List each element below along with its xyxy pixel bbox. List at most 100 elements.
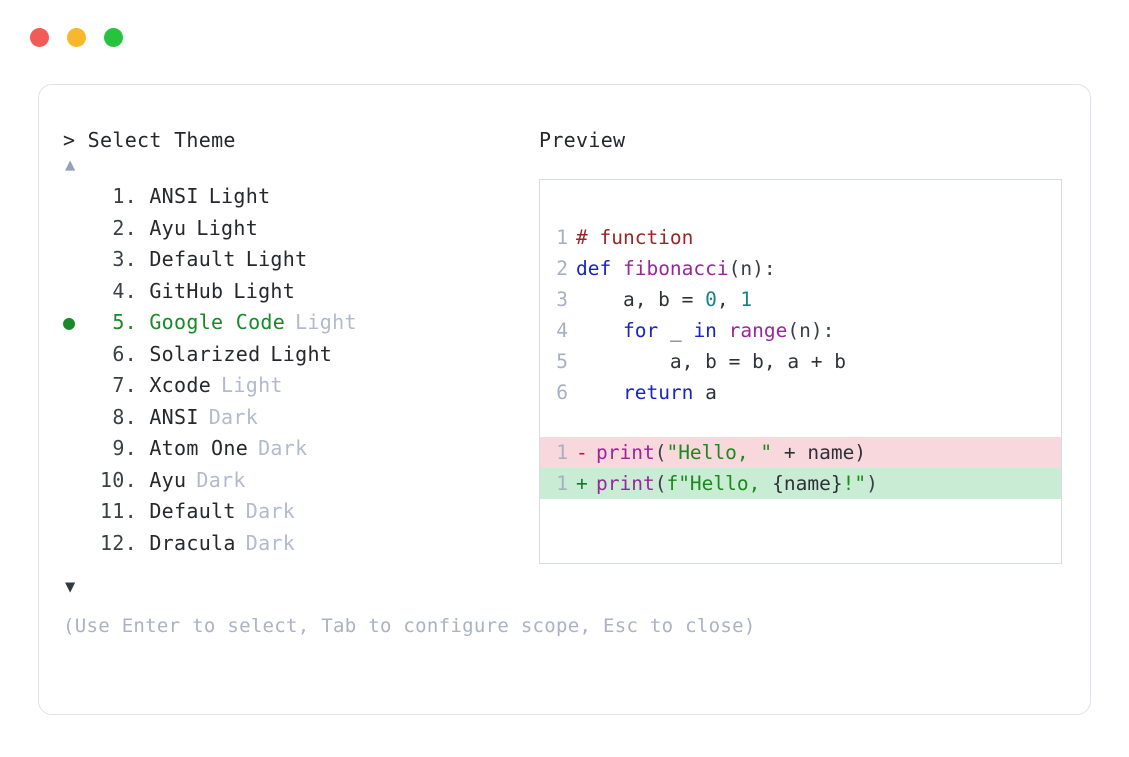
theme-index: 11. xyxy=(99,499,137,523)
theme-variant: Dark xyxy=(245,530,296,555)
theme-index: 9. xyxy=(112,436,137,460)
diff-line-del: 1-print("Hello, " + name) xyxy=(540,437,1061,468)
line-number: 4 xyxy=(556,319,568,342)
select-theme-prompt: > Select Theme xyxy=(63,128,236,152)
theme-variant: Dark xyxy=(245,499,296,523)
maximize-button[interactable] xyxy=(104,28,123,47)
code-token: in xyxy=(693,319,717,342)
preview-label: Preview xyxy=(539,128,626,152)
code-line-text: print("Hello, " + name) xyxy=(596,437,1061,468)
theme-name: ANSI xyxy=(137,404,199,429)
code-token: fibonacci xyxy=(622,257,729,280)
code-token: 0 xyxy=(705,288,717,311)
theme-list-item[interactable]: 4. GitHub Light xyxy=(63,276,533,308)
diff-marker: - xyxy=(576,441,588,464)
theme-variant: Dark xyxy=(258,436,308,460)
code-token: _ xyxy=(658,319,694,342)
theme-name: Default xyxy=(137,247,236,271)
code-line-text: # function xyxy=(576,222,1061,253)
code-token: a, b = b, a + b xyxy=(576,350,847,373)
theme-variant: Light xyxy=(221,373,283,397)
code-token: ( xyxy=(654,472,667,495)
code-token: range xyxy=(728,319,788,342)
selected-bullet-icon: ● xyxy=(63,310,76,334)
theme-index: 1. xyxy=(112,184,137,208)
theme-list-item[interactable]: 10. Ayu Dark xyxy=(63,465,533,497)
theme-list-item[interactable]: 1. ANSI Light xyxy=(63,181,533,213)
code-token xyxy=(576,381,623,404)
theme-name: Solarized xyxy=(137,341,261,366)
code-line-text: return a xyxy=(576,377,1061,408)
code-line: 3 a, b = 0, 1 xyxy=(540,284,1061,315)
minimize-button[interactable] xyxy=(67,28,86,47)
theme-index: 12. xyxy=(99,530,137,555)
theme-name: GitHub xyxy=(137,278,224,303)
theme-name: Dracula xyxy=(137,530,236,555)
theme-list-item[interactable]: 12. Dracula Dark xyxy=(63,528,533,560)
theme-index: 10. xyxy=(99,467,137,492)
code-line: 5 a, b = b, a + b xyxy=(540,346,1061,377)
theme-index: 2. xyxy=(112,215,137,240)
code-token: "Hello, " xyxy=(666,441,773,464)
theme-index: 6. xyxy=(112,341,137,366)
theme-name: Xcode xyxy=(137,373,212,397)
code-token: !" xyxy=(842,472,867,495)
theme-name: ANSI xyxy=(137,184,199,208)
code-line-text: for _ in range(n): xyxy=(576,315,1061,346)
code-token: + name) xyxy=(772,441,867,464)
code-token: ) xyxy=(866,472,878,495)
code-line-text: def fibonacci(n): xyxy=(576,253,1061,284)
close-button[interactable] xyxy=(30,28,49,47)
code-token: , xyxy=(716,288,741,311)
theme-name: Ayu xyxy=(137,467,187,492)
code-token: f"Hello, xyxy=(666,472,773,495)
code-token: {name} xyxy=(772,472,843,495)
code-token: 1 xyxy=(740,288,753,311)
code-line-text: a, b = b, a + b xyxy=(576,346,1061,377)
theme-variant: Light xyxy=(245,247,308,271)
line-number: 1 xyxy=(556,441,568,464)
theme-variant: Dark xyxy=(196,467,246,492)
keyboard-hint: (Use Enter to select, Tab to configure s… xyxy=(63,615,756,637)
line-number: 1 xyxy=(556,226,568,249)
line-number: 5 xyxy=(556,350,568,373)
code-token: a, b = xyxy=(576,288,706,311)
line-number: 1 xyxy=(556,472,568,495)
code-line-text: a, b = 0, 1 xyxy=(576,284,1061,315)
theme-index: 3. xyxy=(112,247,137,271)
code-token: def xyxy=(576,257,623,280)
theme-name: Ayu xyxy=(137,215,187,240)
theme-name: Google Code xyxy=(137,310,286,334)
theme-variant: Light xyxy=(196,215,259,240)
code-token: print xyxy=(596,441,655,464)
code-line: 1 # function xyxy=(540,222,1061,253)
scroll-up-icon[interactable]: ▲ xyxy=(65,155,76,175)
scroll-down-icon[interactable]: ▼ xyxy=(65,577,76,597)
code-token: ( xyxy=(654,441,667,464)
window-traffic-lights xyxy=(30,28,123,47)
theme-index: 4. xyxy=(112,278,137,303)
theme-list-item[interactable]: 2. Ayu Light xyxy=(63,213,533,245)
code-token xyxy=(576,319,623,342)
theme-variant: Light xyxy=(295,310,357,334)
code-token: a xyxy=(693,381,717,404)
line-number: 3 xyxy=(556,288,568,311)
code-line: 6 return a xyxy=(540,377,1061,408)
theme-variant: Light xyxy=(208,184,271,208)
code-token: print xyxy=(596,472,655,495)
theme-index: 7. xyxy=(112,373,137,397)
theme-variant: Light xyxy=(233,278,296,303)
theme-list-item[interactable]: 3. Default Light xyxy=(63,244,533,276)
line-number: 6 xyxy=(556,381,568,404)
code-diff-sample: 1-print("Hello, " + name)1+print(f"Hello… xyxy=(540,437,1061,499)
theme-list-item[interactable]: 7. Xcode Light xyxy=(63,370,533,402)
